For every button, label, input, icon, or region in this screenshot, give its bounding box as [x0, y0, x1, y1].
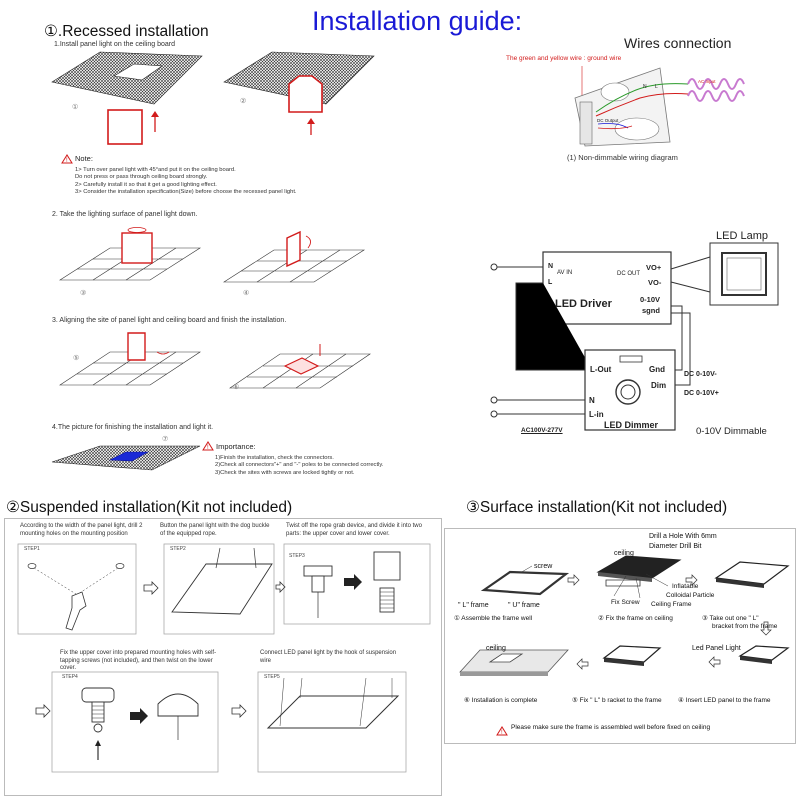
colloidal-label: Colloidal Particle	[666, 592, 715, 599]
step5-label: STEP5	[264, 674, 280, 680]
page-title: Installation guide:	[312, 6, 523, 36]
dc-010-minus-label: DC 0-10V-	[684, 371, 717, 378]
surface-step3a: ③ Take out one " L"	[702, 615, 759, 622]
l-out-label: L-Out	[590, 365, 612, 374]
fig-num-4: ④	[243, 290, 250, 297]
importance-line: 2)Check all connectors"+" and "-" poles …	[215, 462, 384, 469]
note-list: 1> Turn over panel light with 45°and put…	[75, 167, 297, 196]
ac-input-label: AC Input	[698, 79, 716, 84]
ceiling-label: ceiling	[614, 550, 634, 557]
recessed-step4-text: 4.The picture for finishing the installa…	[52, 424, 214, 431]
importance-label: Importance:	[216, 442, 256, 451]
recessed-step3-text: 3. Aligning the site of panel light and …	[52, 317, 287, 324]
svg-text:!: !	[207, 445, 209, 451]
importance-line: 1)Finish the installation, check the con…	[215, 455, 334, 461]
recessed-heading: ①.Recessed installation	[44, 23, 209, 40]
step3-label: STEP3	[289, 553, 305, 559]
gnd-label: Gnd	[649, 365, 665, 374]
surface-step4: ④ Insert LED panel to the frame	[678, 697, 771, 704]
recessed-step1-text: 1.Install panel light on the ceiling boa…	[54, 41, 176, 48]
fig-num-5: ⑤	[73, 355, 80, 362]
fig-num-2: ②	[240, 98, 247, 105]
dc-010-plus-label: DC 0-10V+	[684, 390, 719, 397]
driver-n-label: N	[548, 263, 554, 270]
dc-output-label: DC Output	[597, 118, 619, 123]
drill-label: Drill a Hole With 6mm	[649, 533, 717, 540]
suspended-step4-text: Fix the upper cover into prepared mounti…	[60, 650, 217, 671]
ceiling-grid-1	[51, 51, 203, 105]
surface-step1: ① Assemble the frame well	[454, 615, 533, 622]
l-in-label: L-in	[589, 410, 604, 419]
dimmer-label: LED Dimmer	[604, 420, 659, 430]
dim-label: Dim	[651, 381, 667, 390]
step4-label: STEP4	[62, 674, 78, 680]
ceiling-frame-label: Ceiling Frame	[651, 601, 692, 608]
suspended-step5-text: Connect LED panel light by the hook of s…	[260, 650, 397, 664]
fig-num-1: ①	[72, 104, 79, 111]
fig-num-7: ⑦	[162, 436, 169, 443]
note-line: Do not press or pass through ceiling boa…	[75, 174, 208, 181]
surface-heading: ③Surface installation(Kit not included)	[466, 499, 728, 516]
vo-plus-label: VO+	[646, 263, 662, 272]
dimmable-label: 0-10V Dimmable	[696, 426, 767, 437]
inflatable-label: Inflatable	[672, 583, 699, 590]
dimmer-n-label: N	[589, 396, 595, 405]
note-label: Note:	[75, 154, 93, 163]
step1-label: STEP1	[24, 546, 40, 552]
driver-label: LED Driver	[555, 298, 612, 310]
wire-l-label: L	[655, 84, 658, 90]
ceiling2-label: ceiling	[486, 645, 506, 652]
surface-step2: ② Fix the frame on ceiling	[598, 615, 673, 622]
ceiling-grid-4	[222, 249, 366, 283]
svg-text:!: !	[66, 158, 68, 164]
surface-warning: Please make sure the frame is assembled …	[511, 724, 711, 731]
note-line: 1> Turn over panel light with 45°and put…	[75, 167, 236, 173]
v010-label: 0-10V	[640, 295, 661, 304]
ceiling-grid-5	[59, 351, 201, 386]
wires-title: Wires connection	[624, 35, 732, 51]
ceiling-lit	[51, 445, 201, 471]
ac-range-label: AC100V-277V	[521, 427, 563, 434]
led-lamp-label: LED Lamp	[716, 230, 768, 242]
surface-step3b: bracket from the frame	[712, 623, 778, 630]
panel-red-1	[107, 109, 143, 145]
wire-n-label: N	[643, 84, 647, 90]
suspended-step3-text: Twist off the rope grab device, and divi…	[286, 523, 422, 537]
driver-l-label: L	[548, 279, 553, 286]
note-line: 3> Consider the installation specificati…	[75, 188, 297, 195]
fig-num-6: ⑥	[233, 384, 240, 391]
wiring-caption: (1) Non-dimmable wiring diagram	[567, 153, 678, 162]
u-frame-label: " U" frame	[508, 602, 540, 609]
sgnd-label: sgnd	[642, 306, 660, 315]
drill2-label: Diameter Drill Bit	[649, 543, 702, 550]
note-line: 2> Carefully install it so that it get a…	[75, 181, 217, 188]
dc-out-label: DC OUT	[617, 271, 640, 277]
step2-label: STEP2	[170, 546, 186, 552]
suspended-heading: ②Suspended installation(Kit not included…	[6, 499, 293, 516]
surface-step5: ⑤ Fix " L" b racket to the frame	[572, 697, 662, 704]
av-in-label: AV IN	[557, 270, 573, 276]
vo-minus-label: VO-	[648, 278, 662, 287]
surface-step6: ⑥ Installation is complete	[464, 697, 538, 704]
suspended-step2-text: Button the panel light with the dog buck…	[160, 523, 270, 537]
led-panel-light-label: Led Panel Light	[692, 645, 741, 652]
ground-wire-note: The green and yellow wire : ground wire	[506, 55, 622, 62]
suspended-step1-text: According to the width of the panel ligh…	[20, 523, 143, 537]
importance-line: 3)Check the sites with screws are locked…	[215, 469, 355, 476]
fig-num-3: ③	[80, 290, 87, 297]
l-frame-label: " L" frame	[458, 602, 489, 609]
importance-list: 1)Finish the installation, check the con…	[215, 455, 383, 477]
svg-text:!: !	[501, 730, 503, 736]
screw-label: screw	[534, 563, 553, 570]
fix-screw-label: Fix Screw	[611, 599, 640, 606]
recessed-step2-text: 2. Take the lighting surface of panel li…	[52, 211, 198, 218]
